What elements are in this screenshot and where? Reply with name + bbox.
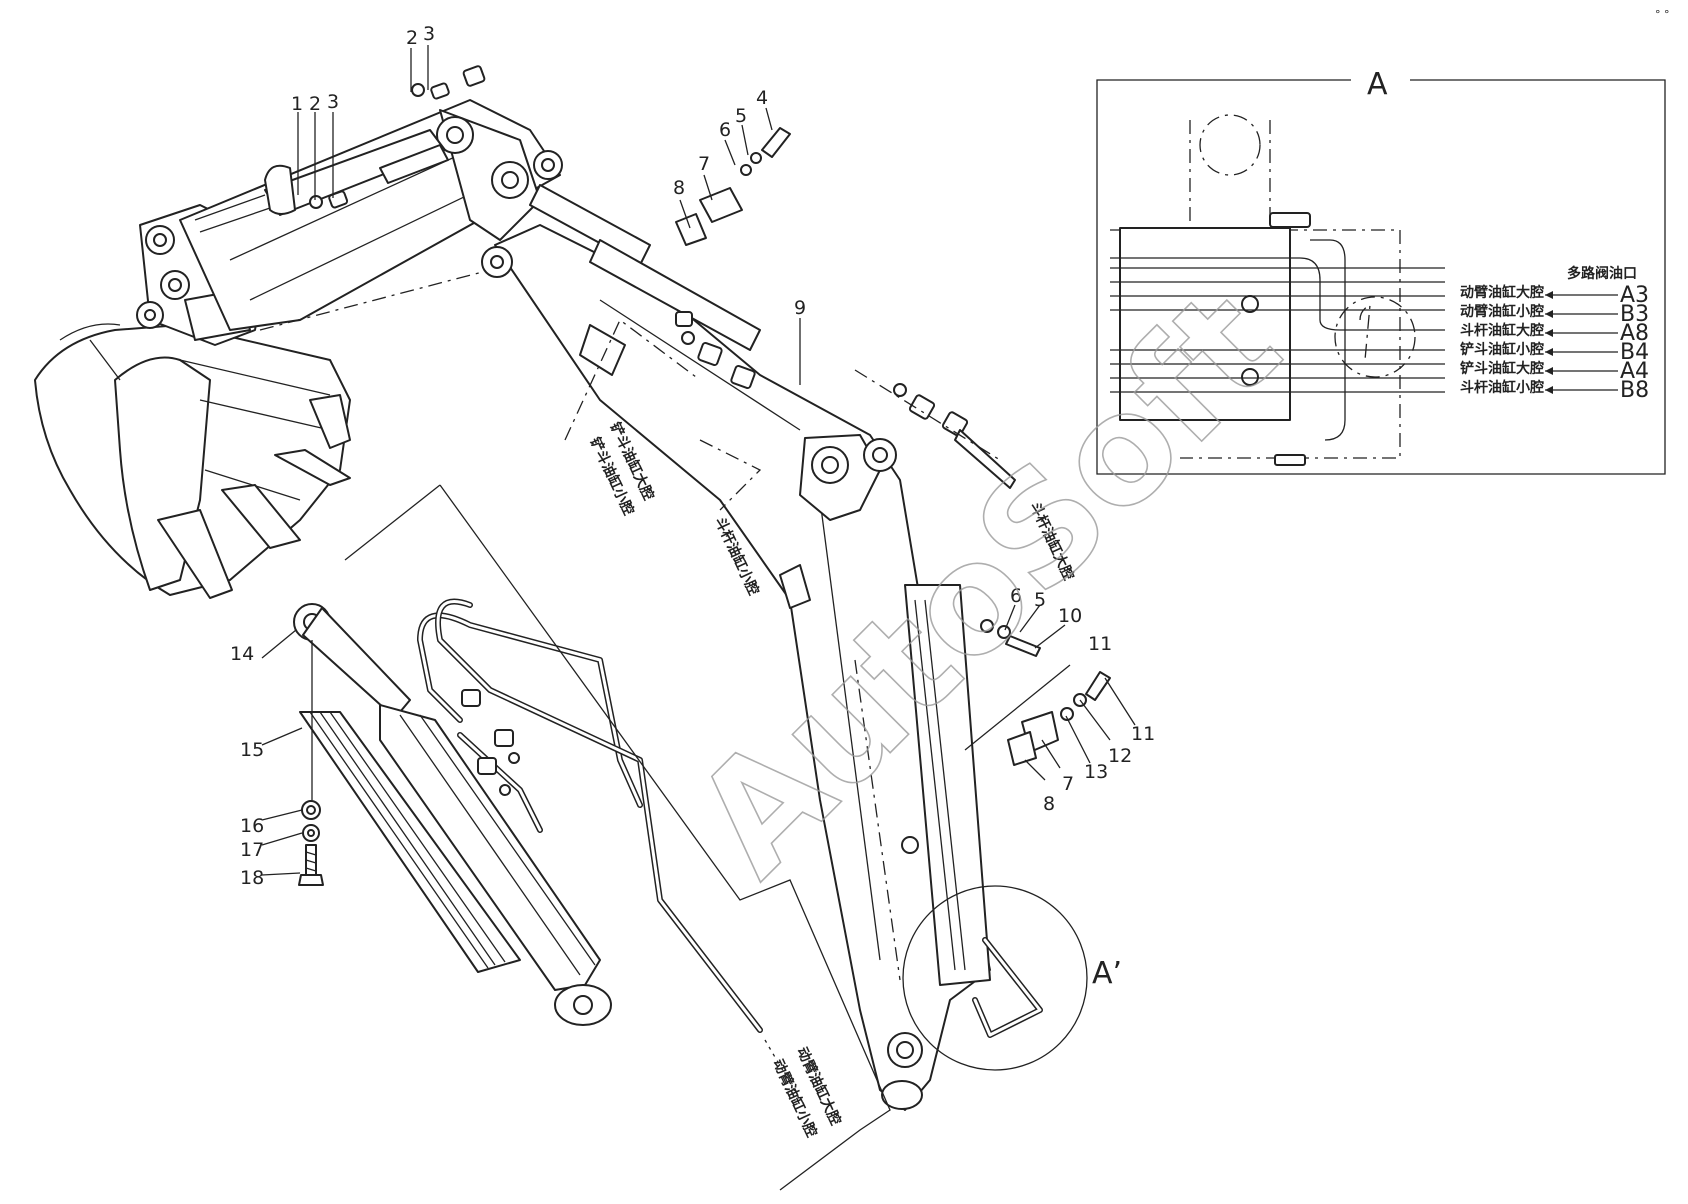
- callout-number: 18: [240, 867, 264, 889]
- callout-number: 10: [1058, 605, 1082, 627]
- callout-number: 3: [423, 23, 435, 45]
- callout-number: 15: [240, 739, 264, 761]
- callout-number: 12: [1108, 745, 1132, 767]
- detail-a-prime-circle: [902, 885, 1088, 1071]
- boom-cylinder: [293, 603, 612, 1026]
- arm-cylinder: [529, 184, 897, 472]
- callout-number: 13: [1084, 761, 1108, 783]
- callout-number: 9: [794, 297, 806, 319]
- port-code: A3: [1620, 283, 1649, 308]
- port-name: 动臂油缸大腔: [1460, 284, 1544, 301]
- port-code: B8: [1620, 378, 1649, 403]
- callout-number: 8: [1043, 793, 1055, 815]
- port-code: B4: [1620, 340, 1649, 365]
- callout-number: 1: [291, 93, 303, 115]
- clamps-and-bolts: [298, 127, 1111, 886]
- callout-number: 7: [698, 153, 710, 175]
- callout-number: 5: [735, 105, 747, 127]
- hose-lines: [417, 598, 1043, 1101]
- bucket: [34, 323, 351, 599]
- port-header: 多路阀油口: [1567, 265, 1637, 282]
- arm: [179, 99, 563, 331]
- port-name: 斗杆油缸小腔: [1460, 379, 1544, 396]
- port-code: A4: [1620, 359, 1649, 384]
- bucket-cylinder: [194, 129, 449, 233]
- callout-number: 17: [240, 839, 264, 861]
- port-name: 铲斗油缸小腔: [1460, 341, 1544, 358]
- port-table: [1545, 291, 1618, 394]
- port-name: 铲斗油缸大腔: [1460, 360, 1544, 377]
- detail-label: A: [1367, 67, 1388, 102]
- corner-mark: ° °: [1655, 8, 1670, 21]
- callout-number: 5: [1034, 589, 1046, 611]
- routing-lines: [311, 318, 1001, 1191]
- detail-a-box: [1096, 79, 1666, 475]
- callout-number: 6: [1010, 585, 1022, 607]
- port-name: 斗杆油缸大腔: [1460, 322, 1544, 339]
- callout-number: 7: [1062, 773, 1074, 795]
- callout-number: 4: [756, 87, 768, 109]
- port-code: B3: [1620, 302, 1649, 327]
- callout-leaders: [261, 45, 1136, 876]
- hose-fittings: [309, 65, 1016, 796]
- port-code: A8: [1620, 321, 1649, 346]
- port-name: 动臂油缸小腔: [1460, 303, 1544, 320]
- callout-number: 8: [673, 177, 685, 199]
- callout-number: 16: [240, 815, 264, 837]
- detail-ref-label: A’: [1092, 956, 1122, 991]
- callout-number: 2: [406, 27, 418, 49]
- callout-number: 3: [327, 91, 339, 113]
- callout-number: 2: [309, 93, 321, 115]
- callout-number: 6: [719, 119, 731, 141]
- callout-number: 11: [1131, 723, 1155, 745]
- callout-number: 11: [1088, 633, 1112, 655]
- watermark: AutoSoft: [662, 258, 1312, 908]
- callout-number: 14: [230, 643, 254, 665]
